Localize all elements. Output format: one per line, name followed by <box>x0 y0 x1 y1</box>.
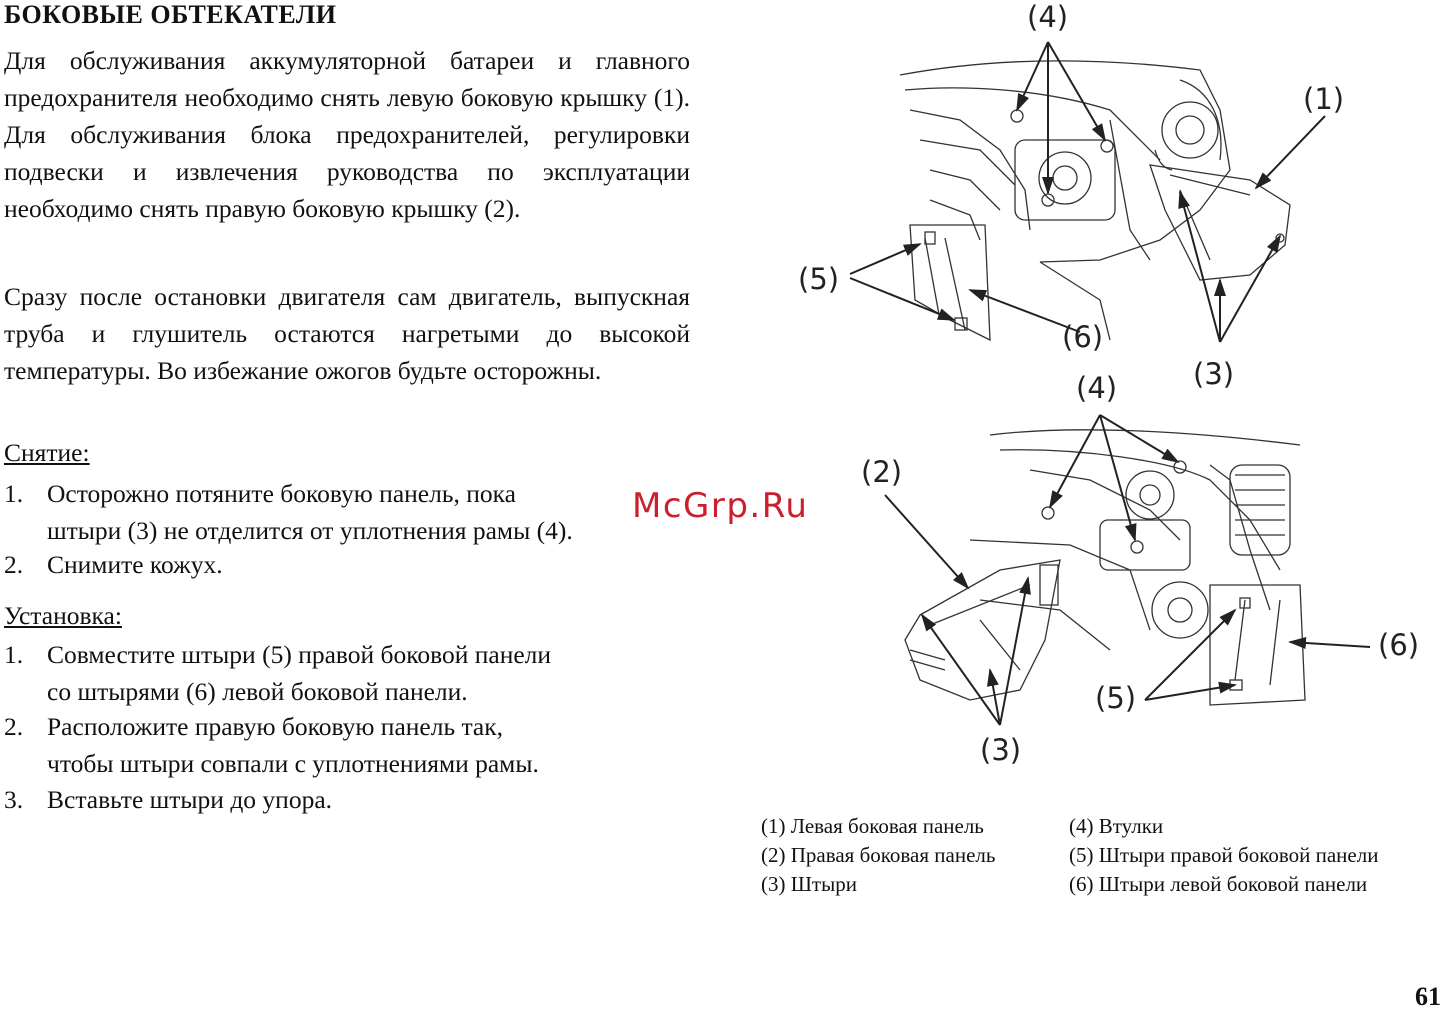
step-text-line1: Снимите кожух. <box>47 550 223 579</box>
step-text-line2: чтобы штыри совпали с уплотнениями рамы. <box>47 749 539 778</box>
callout-4-bottom: (4) <box>1076 371 1118 405</box>
step-number: 1. <box>4 640 24 669</box>
paragraph-side-covers-purpose: Для обслуживания аккумуляторной батареи … <box>4 46 690 223</box>
legend-item-1: (1) Левая боковая панель <box>761 814 984 838</box>
callout-4-top: (4) <box>1027 0 1069 34</box>
legend-item-4: (4) Втулки <box>1069 814 1164 838</box>
right-side-panel-illustration <box>884 414 1370 726</box>
paragraph-burn-warning: Сразу после остановки двигателя сам двиг… <box>4 282 690 385</box>
section-title: БОКОВЫЕ ОБТЕКАТЕЛИ <box>4 0 337 29</box>
step-text-line2: со штырями (6) левой боковой панели. <box>47 677 468 706</box>
callout-3-top: (3) <box>1193 357 1235 391</box>
callout-6-bottom: (6) <box>1378 628 1420 662</box>
callout-3-bottom: (3) <box>980 733 1022 767</box>
callout-5-bottom: (5) <box>1095 681 1137 715</box>
step-number: 2. <box>4 712 24 741</box>
legend-item-3: (3) Штыри <box>761 872 857 896</box>
step-text-line1: Осторожно потяните боковую панель, пока <box>47 479 516 508</box>
step-text-line1: Расположите правую боковую панель так, <box>47 712 503 741</box>
legend-item-6: (6) Штыри левой боковой панели <box>1069 872 1368 896</box>
figure-legend-left: (1) Левая боковая панель (2) Правая боко… <box>761 812 995 899</box>
installation-heading: Установка: <box>4 601 122 630</box>
figure-legend-right: (4) Втулки (5) Штыри правой боковой пане… <box>1069 812 1378 899</box>
callout-5-top: (5) <box>798 262 840 296</box>
step-number: 2. <box>4 550 24 579</box>
page-number: 61 <box>1415 982 1441 1011</box>
watermark: McGrp.Ru <box>632 486 809 526</box>
callout-2-bottom: (2) <box>861 455 903 489</box>
step-text-line1: Вставьте штыри до упора. <box>47 785 333 814</box>
legend-item-2: (2) Правая боковая панель <box>761 843 996 867</box>
step-text-line2: штыри (3) не отделится от уплотнения рам… <box>47 516 573 545</box>
removal-heading: Снятие: <box>4 438 90 467</box>
step-number: 1. <box>4 479 24 508</box>
step-number: 3. <box>4 785 24 814</box>
step-text-line1: Совместите штыри (5) правой боковой пане… <box>47 640 552 669</box>
left-side-panel-illustration <box>849 41 1326 343</box>
callout-6-top: (6) <box>1062 320 1104 354</box>
legend-item-5: (5) Штыри правой боковой панели <box>1069 843 1379 867</box>
callout-1-top: (1) <box>1303 82 1345 116</box>
